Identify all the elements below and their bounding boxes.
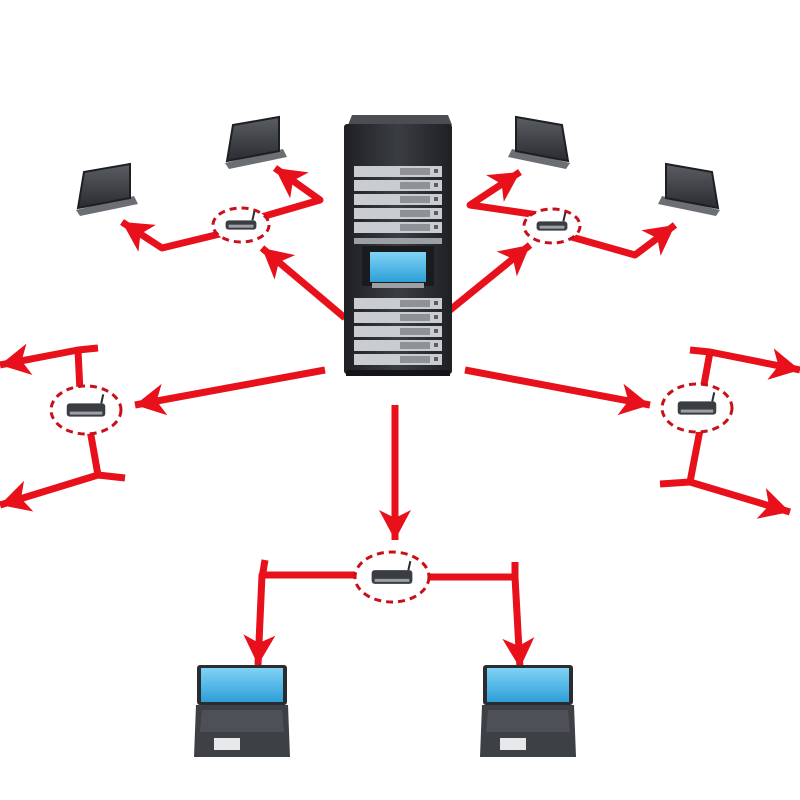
- laptop-icon: [658, 162, 720, 216]
- hubs-layer: [49, 206, 734, 604]
- link-hub-top-right-laptop-far: [567, 222, 678, 259]
- touchpad: [214, 738, 240, 750]
- links-layer: [0, 165, 800, 669]
- link-hub-bottom-laptop-right: [430, 573, 535, 669]
- link-server-hub-top-left: [259, 245, 348, 321]
- link-server-hub-top-right: [447, 242, 533, 313]
- rack-slot: [354, 208, 442, 219]
- link-hub-right-up: [699, 348, 800, 391]
- link-server-hub-right: [464, 366, 651, 416]
- rack-slot: [354, 180, 442, 191]
- laptop-icon: [194, 665, 290, 757]
- link-server-hub-bottom: [379, 405, 411, 540]
- link-server-hub-left: [134, 366, 326, 416]
- server-rack-icon: [344, 115, 452, 376]
- rack-slot: [354, 326, 442, 337]
- link-hub-bottom-laptop-left: [243, 571, 355, 666]
- laptop-screen: [201, 668, 283, 702]
- link-hub-top-right-laptop: [466, 169, 539, 219]
- laptop-icon: [225, 115, 287, 169]
- router-icon: [353, 550, 431, 604]
- router-icon: [660, 382, 734, 434]
- laptop-icon: [76, 162, 138, 216]
- rack-slot: [354, 298, 442, 309]
- laptop-icon: [508, 115, 570, 169]
- laptop-icon: [480, 665, 576, 757]
- rack-slot: [354, 354, 442, 365]
- link-hub-left-down: [0, 429, 102, 512]
- router-icon: [211, 206, 271, 244]
- link-hub-top-left-laptop: [257, 165, 324, 222]
- link-hub-left-up: [0, 343, 84, 393]
- router-icon: [522, 207, 582, 245]
- rack-screen: [370, 252, 426, 282]
- link-hub-right-down: [686, 429, 792, 519]
- rack-slot: [354, 222, 442, 233]
- link-hub-top-left-laptop-far: [120, 219, 229, 252]
- touchpad: [500, 738, 526, 750]
- laptops-layer: [76, 115, 720, 757]
- rack-slot: [354, 194, 442, 205]
- rack-slot: [354, 312, 442, 323]
- rack-slot: [354, 340, 442, 351]
- laptop-screen: [487, 668, 569, 702]
- rack-slot: [354, 166, 442, 177]
- router-icon: [49, 384, 123, 436]
